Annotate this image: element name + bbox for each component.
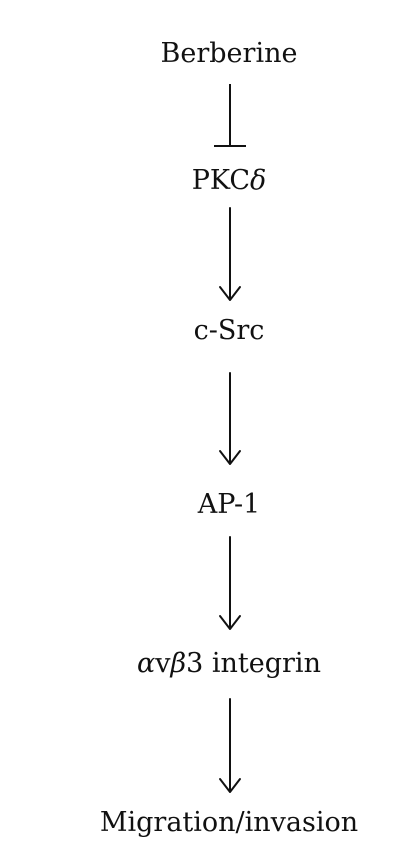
arrow-pkc-csrc (219, 207, 241, 301)
arrow-csrc-ap1 (219, 372, 241, 465)
node-integrin-alpha: α (137, 648, 156, 679)
node-migration-invasion: Migration/invasion (22, 807, 414, 839)
node-integrin-beta: β (170, 648, 187, 679)
node-pkc-greek: δ (250, 165, 267, 196)
node-berberine-label: Berberine (160, 38, 298, 69)
node-csrc-label: c-Src (193, 315, 265, 346)
arrow-head (219, 615, 241, 630)
node-ap-1: AP-1 (22, 489, 414, 521)
node-pkc-prefix: PKC (191, 165, 250, 196)
node-integrin: αvβ3 integrin (22, 648, 414, 680)
node-integrin-rest: 3 integrin (186, 648, 321, 679)
arrow-ap1-integrin (219, 536, 241, 630)
node-integrin-v: v (155, 648, 171, 679)
arrow-integrin-migration (219, 698, 241, 793)
arrow-head (219, 286, 241, 301)
node-migration-label: Migration/invasion (99, 807, 359, 838)
arrow-head (219, 778, 241, 793)
node-ap1-label: AP-1 (197, 489, 261, 520)
node-berberine: Berberine (22, 38, 414, 70)
arrow-head (219, 450, 241, 465)
node-pkc-delta: PKCδ (22, 165, 414, 197)
inhibition-edge-berberine-pkc (214, 84, 246, 147)
node-c-src: c-Src (22, 315, 414, 347)
